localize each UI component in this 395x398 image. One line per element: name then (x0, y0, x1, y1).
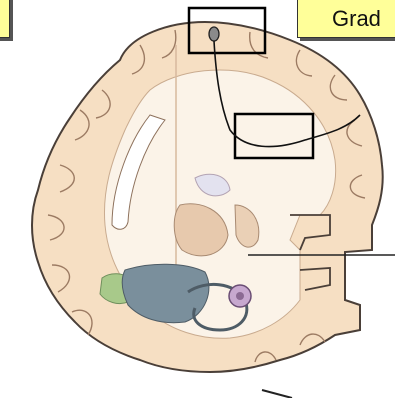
label-box-left-partial (0, 0, 10, 38)
neuron-cell-body (209, 27, 219, 41)
label-text: Grad (332, 6, 381, 31)
purple-center (236, 292, 244, 300)
label-box-right: Grad (297, 0, 395, 38)
brainstem-pointer (262, 390, 292, 398)
